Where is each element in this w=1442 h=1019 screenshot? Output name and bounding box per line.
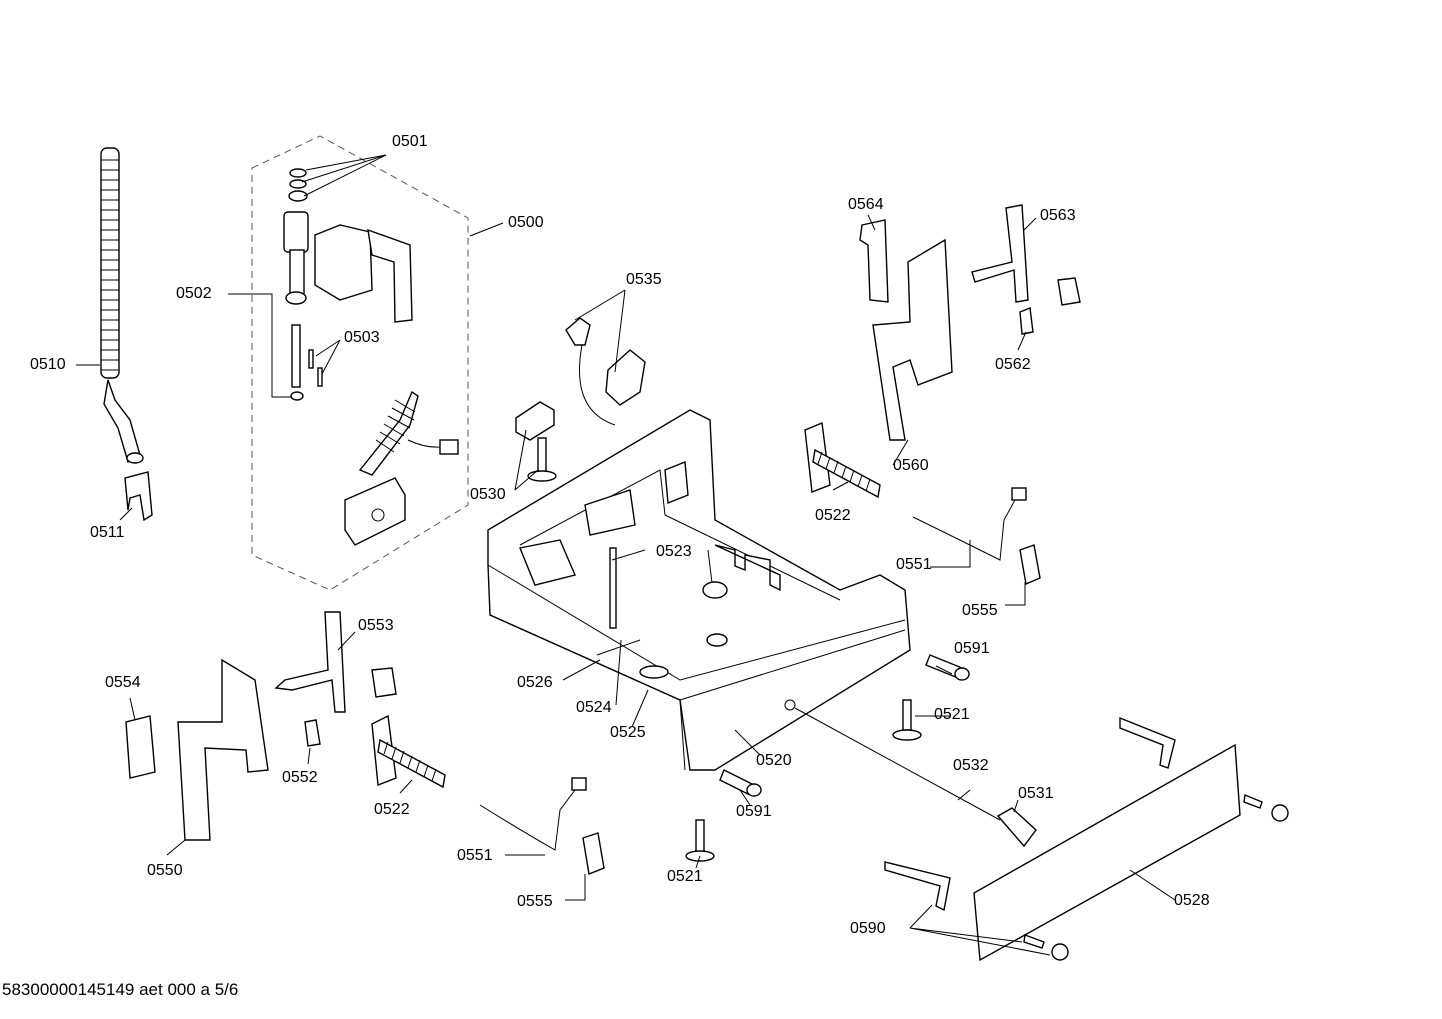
screw-0590-bottom bbox=[1023, 934, 1069, 961]
label-0531: 0531 bbox=[1018, 785, 1054, 802]
label-0550: 0550 bbox=[147, 862, 183, 879]
label-0563: 0563 bbox=[1040, 207, 1076, 224]
label-0522-right: 0522 bbox=[815, 507, 851, 524]
bracket-0553 bbox=[274, 611, 346, 713]
screw-0530 bbox=[527, 437, 557, 482]
hose-0510 bbox=[100, 147, 144, 464]
valve-0502 bbox=[283, 168, 413, 401]
group-0500-outline bbox=[251, 135, 469, 591]
clip-0562 bbox=[1019, 307, 1034, 335]
label-0521-bottom: 0521 bbox=[667, 868, 703, 885]
label-0591-bottom: 0591 bbox=[736, 803, 772, 820]
label-0532: 0532 bbox=[953, 757, 989, 774]
cable-0503 bbox=[308, 349, 323, 387]
bracket-0590-top bbox=[1119, 716, 1176, 769]
label-0525: 0525 bbox=[610, 724, 646, 741]
label-0564: 0564 bbox=[848, 196, 884, 213]
bracket-0560 bbox=[872, 238, 953, 441]
sensor-0555-left bbox=[582, 832, 605, 875]
leader-lines bbox=[76, 154, 1176, 956]
label-0521-right: 0521 bbox=[934, 706, 970, 723]
label-0501: 0501 bbox=[392, 133, 428, 150]
screw-0590-right bbox=[1243, 794, 1289, 822]
rod-0532 bbox=[794, 707, 1001, 821]
label-0551-left: 0551 bbox=[457, 847, 493, 864]
clip-0563-small bbox=[1057, 277, 1081, 306]
spring-0522-left bbox=[371, 714, 446, 789]
clip-0553-small bbox=[371, 667, 397, 698]
cable-0551-left bbox=[479, 777, 587, 851]
label-0524: 0524 bbox=[576, 699, 612, 716]
bolt-0591-bottom bbox=[719, 769, 762, 797]
bracket-0550 bbox=[177, 658, 269, 841]
label-0551-right: 0551 bbox=[896, 556, 932, 573]
label-0590: 0590 bbox=[850, 920, 886, 937]
label-0511: 0511 bbox=[90, 524, 125, 541]
label-0503: 0503 bbox=[344, 329, 380, 346]
foot-0530 bbox=[515, 401, 555, 441]
bolt-0591-right bbox=[925, 654, 970, 681]
bracket-0563 bbox=[971, 204, 1029, 303]
label-0502: 0502 bbox=[176, 285, 212, 302]
label-0526: 0526 bbox=[517, 674, 553, 691]
plinth-0528 bbox=[973, 743, 1241, 962]
label-0553: 0553 bbox=[358, 617, 394, 634]
cable-0535 bbox=[565, 317, 646, 426]
drawing-reference-footer: 58300000145149 aet 000 a 5/6 bbox=[2, 980, 239, 999]
knob-0531 bbox=[996, 807, 1037, 848]
label-0555-left: 0555 bbox=[517, 893, 553, 910]
label-0520: 0520 bbox=[756, 752, 792, 769]
label-0530: 0530 bbox=[470, 486, 506, 503]
cable-0551-right bbox=[912, 487, 1027, 561]
screw-0521-right bbox=[892, 699, 922, 741]
screw-0521-bottom bbox=[685, 819, 715, 862]
label-0555-right: 0555 bbox=[962, 602, 998, 619]
label-0562: 0562 bbox=[995, 356, 1031, 373]
clip-0511 bbox=[124, 471, 153, 522]
label-0500: 0500 bbox=[508, 214, 544, 231]
clip-0552 bbox=[304, 719, 321, 747]
coiled-tube bbox=[358, 390, 459, 476]
label-0510: 0510 bbox=[30, 356, 66, 373]
label-0554: 0554 bbox=[105, 674, 141, 691]
label-0552: 0552 bbox=[282, 769, 318, 786]
label-0528: 0528 bbox=[1174, 892, 1210, 909]
base-0520 bbox=[487, 409, 911, 771]
clip-0564 bbox=[859, 219, 889, 303]
label-0523: 0523 bbox=[656, 543, 692, 560]
label-0535: 0535 bbox=[626, 271, 662, 288]
sensor-0555-right bbox=[1019, 544, 1041, 585]
spring-0522-right bbox=[804, 422, 881, 499]
bracket-0590-bottom bbox=[884, 861, 951, 912]
clip-0554 bbox=[125, 715, 156, 779]
label-0522-left: 0522 bbox=[374, 801, 410, 818]
label-0591-right: 0591 bbox=[954, 640, 990, 657]
module-0500 bbox=[344, 477, 406, 546]
label-0560: 0560 bbox=[893, 457, 929, 474]
